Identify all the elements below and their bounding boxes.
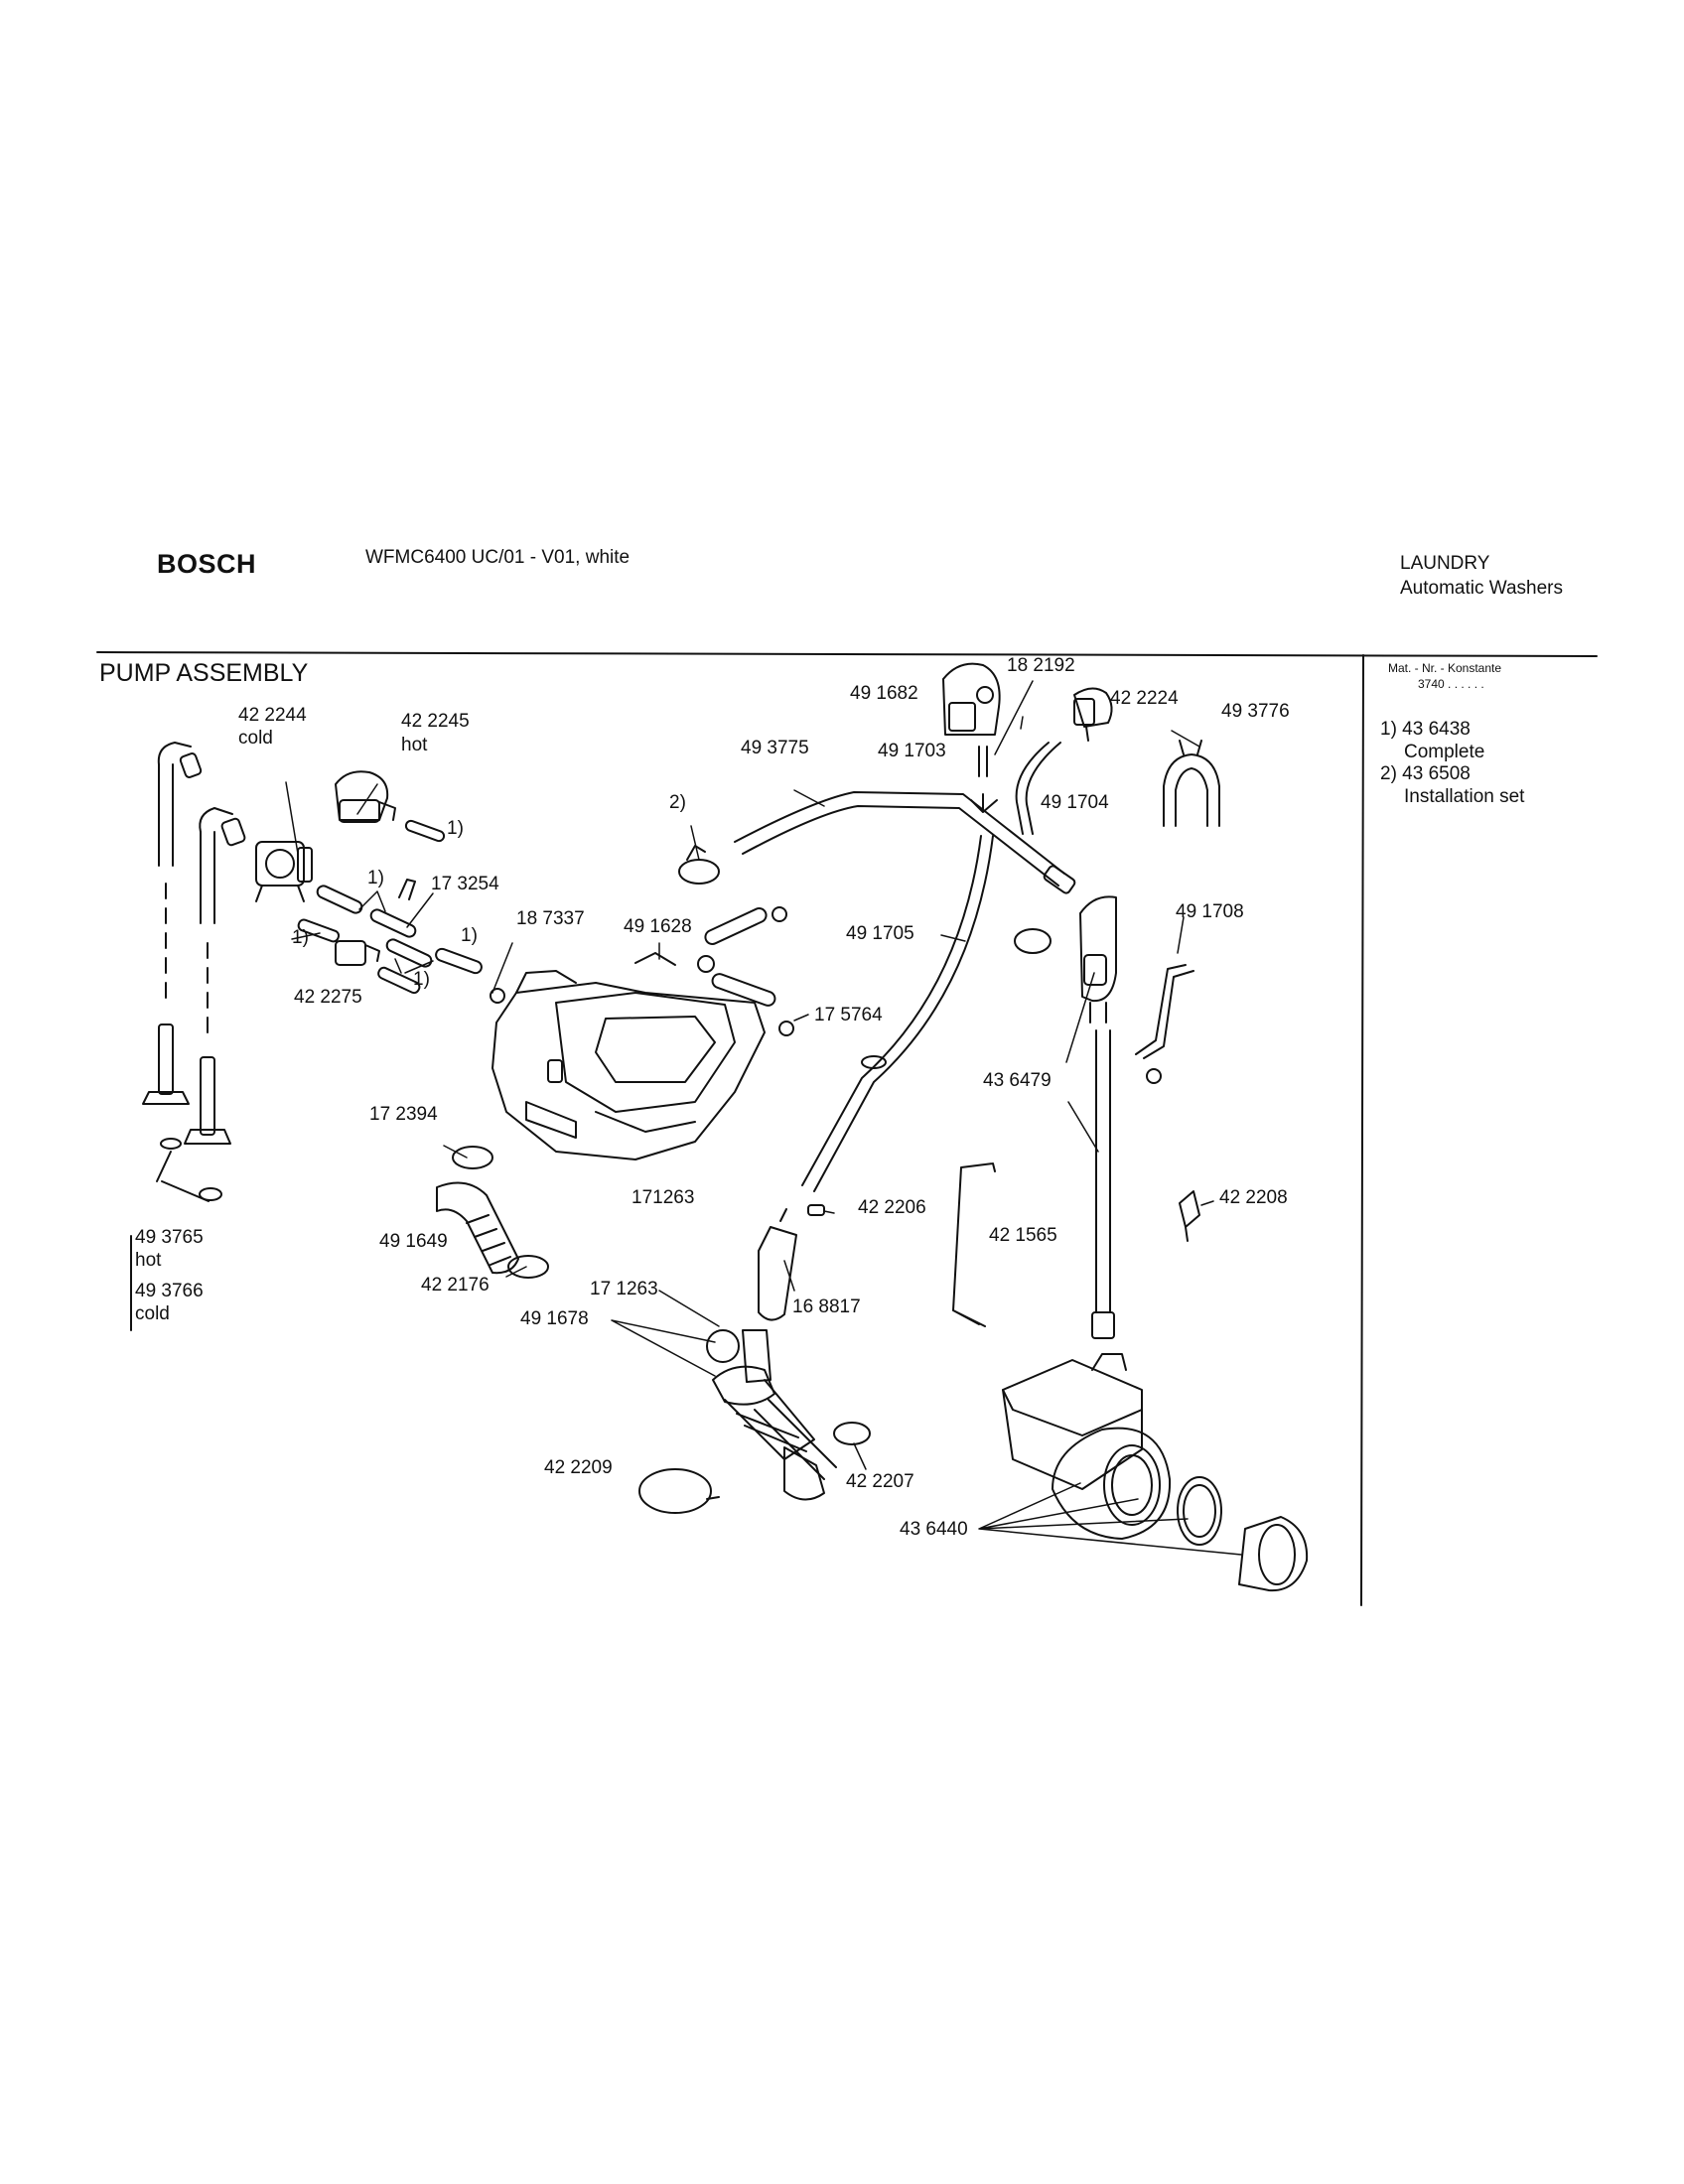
label-17-2394: 17 2394 [369, 1104, 438, 1125]
label-42-2224: 42 2224 [1110, 688, 1179, 709]
label-42-2206: 42 2206 [858, 1197, 926, 1218]
label-171263: 171263 [632, 1187, 695, 1208]
label-42-1565: 42 1565 [989, 1225, 1057, 1246]
label-49-3766: 49 3766 [135, 1281, 204, 1301]
tube-part [758, 1226, 797, 1321]
clip-part [1135, 964, 1194, 1059]
drain-pipe-part [1095, 1029, 1111, 1313]
drain-pump-part [1002, 1353, 1309, 1592]
sidebar-note-2-key: 2) 43 6508 [1380, 763, 1471, 784]
category-line-1: LAUNDRY [1400, 553, 1490, 574]
brand-logo: BOSCH [157, 549, 257, 579]
label-42-2244: 42 2244 [238, 705, 307, 726]
label-note-1c: 1) [292, 927, 309, 948]
small-tube-part [978, 746, 988, 777]
bracket-part [952, 1162, 996, 1327]
inlet-hose-cold-part [142, 742, 203, 1150]
label-42-2245: 42 2245 [401, 711, 470, 732]
hose-clamp-2-part [678, 845, 720, 885]
section-title: PUMP ASSEMBLY [99, 659, 309, 687]
label-hot-2: hot [135, 1250, 162, 1271]
dispenser-housing-part [491, 952, 766, 1160]
overflow-hose-part [704, 907, 768, 945]
short-hose-bend [1015, 742, 1061, 835]
clamp-small-d [490, 988, 505, 1004]
label-43-6479: 43 6479 [983, 1070, 1052, 1091]
clamp-42-2206 [807, 1204, 825, 1216]
clamp-17-2394 [452, 1146, 493, 1169]
label-17-1263: 17 1263 [590, 1279, 658, 1299]
label-42-2176: 42 2176 [421, 1275, 490, 1296]
clamp-small-a [697, 955, 715, 973]
valve-cold-part [255, 841, 313, 902]
category-line-2: Automatic Washers [1400, 578, 1564, 599]
bellows-part [436, 1181, 519, 1275]
label-42-2209: 42 2209 [544, 1457, 613, 1478]
pump-inlet-part [706, 1329, 837, 1501]
label-42-2208: 42 2208 [1219, 1187, 1288, 1208]
washer-leaders [156, 1151, 210, 1202]
label-note-2: 2) [669, 792, 686, 813]
label-49-3776: 49 3776 [1221, 701, 1290, 722]
label-17-3254: 17 3254 [431, 874, 499, 894]
label-49-1649: 49 1649 [379, 1231, 448, 1252]
label-43-6440: 43 6440 [900, 1519, 968, 1540]
clamp-small-c [772, 906, 787, 922]
sidebar-heading-value: 3740 . . . . . . [1418, 677, 1484, 691]
pressure-switch-part [942, 662, 1001, 736]
label-note-1b: 1) [367, 868, 384, 888]
label-49-1678: 49 1678 [520, 1308, 589, 1329]
switch-part [1073, 687, 1113, 742]
label-note-1d: 1) [461, 925, 478, 946]
label-16-8817: 16 8817 [792, 1297, 861, 1317]
connector-hoses [297, 819, 483, 995]
hose-clamp-part [1014, 928, 1052, 954]
elbow-part [1079, 895, 1117, 1024]
label-49-1708: 49 1708 [1176, 901, 1244, 922]
sidebar-note-1-desc: Complete [1404, 742, 1485, 762]
leader-lines [285, 680, 1242, 1556]
level-tube-part [801, 835, 994, 1192]
label-49-1682: 49 1682 [850, 683, 918, 704]
label-49-3775: 49 3775 [741, 738, 809, 758]
clamp-small-b [778, 1021, 794, 1036]
label-42-2275: 42 2275 [294, 987, 362, 1008]
header-rule [96, 651, 1598, 657]
bracket-small-part [1179, 1190, 1200, 1242]
clamp-42-2176 [507, 1255, 549, 1279]
y-pipe-part [1163, 740, 1220, 827]
label-42-2207: 42 2207 [846, 1471, 914, 1492]
label-18-2192: 18 2192 [1007, 655, 1075, 676]
sidebar-note-2-desc: Installation set [1404, 786, 1525, 807]
sidebar-heading: Mat. - Nr. - Konstante [1388, 661, 1502, 675]
clamp-42-2209 [638, 1468, 712, 1514]
label-18-7337: 18 7337 [516, 908, 585, 929]
label-note-1e: 1) [413, 969, 430, 990]
label-cold-1: cold [238, 728, 273, 749]
valve-small-part [335, 940, 380, 966]
valve-hot-part [335, 770, 396, 823]
y-piece-part [970, 793, 998, 813]
label-49-1703: 49 1703 [878, 741, 946, 761]
long-hose-part [734, 791, 1076, 894]
label-hot-1: hot [401, 735, 428, 755]
sidebar-note-1-key: 1) 43 6438 [1380, 719, 1471, 740]
label-49-1705: 49 1705 [846, 923, 914, 944]
drain-hose-part [711, 973, 776, 1007]
clamp-42-2207 [833, 1422, 871, 1445]
label-17-5764: 17 5764 [814, 1005, 883, 1025]
label-cold-2: cold [135, 1303, 170, 1324]
model-title: WFMC6400 UC/01 - V01, white [365, 547, 631, 568]
grommet-part [861, 1055, 887, 1069]
label-49-1704: 49 1704 [1041, 792, 1109, 813]
inlet-hose-hot-part [184, 807, 246, 1201]
label-note-1a: 1) [447, 818, 464, 839]
label-49-1628: 49 1628 [624, 916, 692, 937]
label-49-3765: 49 3765 [135, 1227, 204, 1248]
sidebar-divider [1360, 654, 1364, 1606]
